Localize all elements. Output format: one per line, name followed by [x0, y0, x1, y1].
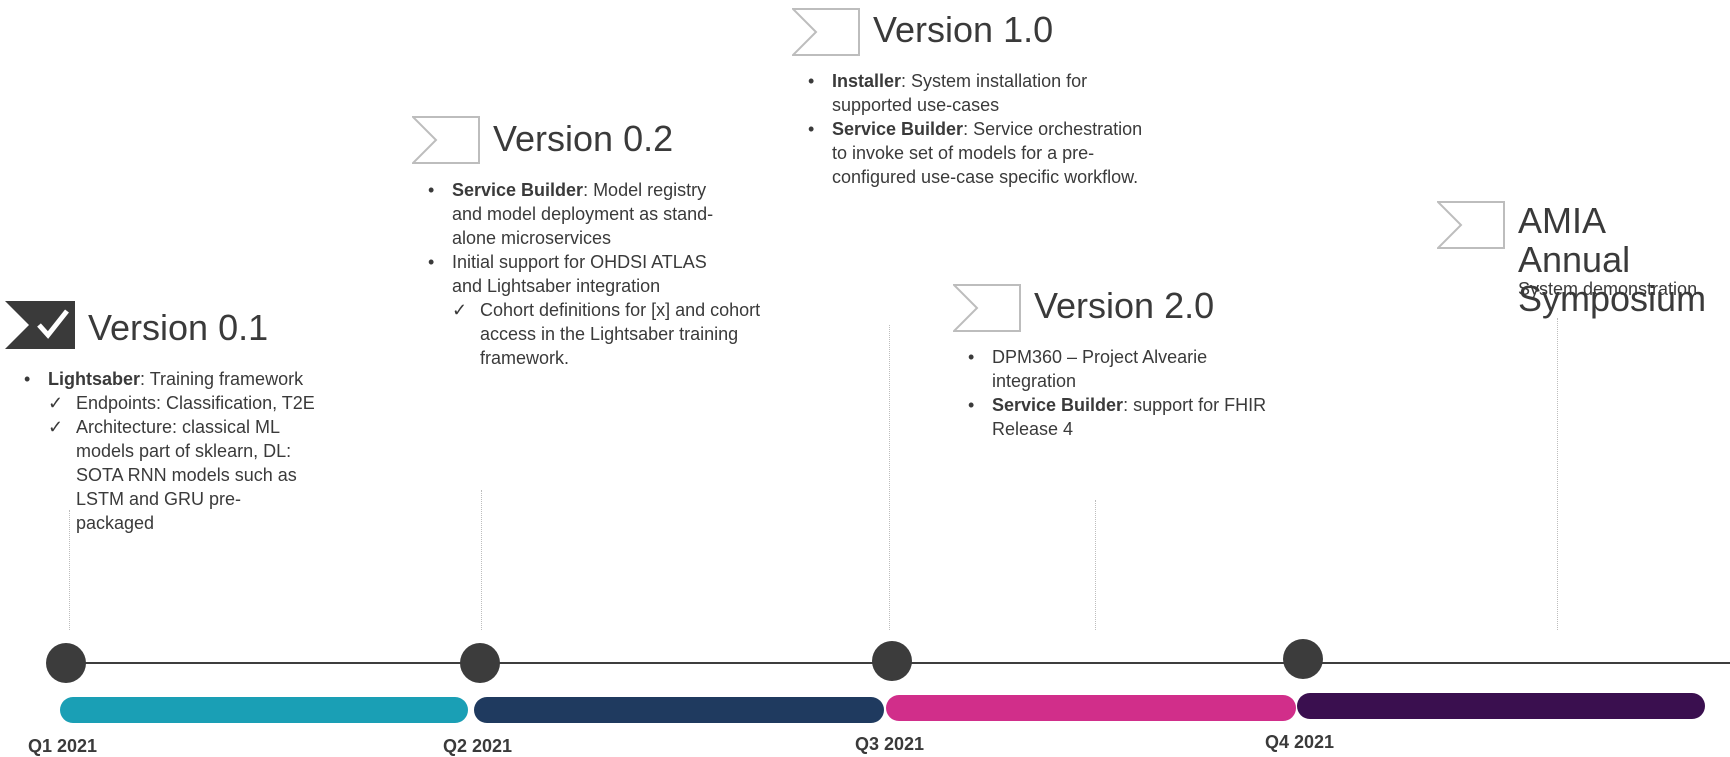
- quarter-band-q2: [474, 697, 884, 723]
- quarter-label-q4: Q4 2021: [1265, 732, 1335, 752]
- item-text: : support for FHIR Release 4: [992, 395, 1267, 439]
- milestone-details-v02: Service Builder: Model registry and mode…: [424, 178, 769, 370]
- timeline-node-q3: [872, 641, 912, 681]
- milestone-title-amia: AMIA Annual Symposium: [1518, 200, 1707, 319]
- timeline-node-q1: [46, 643, 86, 683]
- outline-flag-icon: [412, 116, 480, 164]
- list-item: Initial support for OHDSI ATLAS and Ligh…: [424, 250, 740, 298]
- quarter-band-q4: [1297, 693, 1705, 719]
- list-item: DPM360 – Project Alvearie integration: [964, 345, 1262, 393]
- connector-line: [69, 510, 70, 630]
- item-bold: Service Builder: [992, 395, 1124, 415]
- list-item: Installer: System installation for suppo…: [804, 69, 1128, 117]
- check-item: Endpoints: Classification, T2E: [48, 391, 360, 415]
- connector-line: [889, 325, 890, 630]
- connector-line: [481, 490, 482, 630]
- milestone-subtitle-amia: System demonstration: [1518, 279, 1698, 299]
- outline-flag-icon: [1437, 201, 1505, 249]
- item-text: : System installation for supported use-…: [832, 71, 1088, 115]
- milestone-details-v01: Lightsaber: Training framework Endpoints…: [20, 367, 360, 535]
- list-item: Service Builder: Service orchestration t…: [804, 117, 1162, 189]
- milestone-title-v01: Version 0.1: [88, 307, 269, 348]
- milestone-details-v20: DPM360 – Project Alvearie integration Se…: [964, 345, 1304, 441]
- list-item: Service Builder: Model registry and mode…: [424, 178, 740, 250]
- filled-flag-check-icon: [5, 301, 75, 349]
- timeline-node-q2: [460, 643, 500, 683]
- item-text: : Service orchestration to invoke set of…: [832, 119, 1143, 187]
- quarter-label-q2: Q2 2021: [443, 736, 513, 756]
- item-bold: Lightsaber: [48, 369, 141, 389]
- connector-line: [1557, 318, 1558, 630]
- check-item: Architecture: classical ML models part o…: [48, 415, 316, 535]
- list-item: Lightsaber: Training framework: [20, 367, 360, 391]
- check-item: Cohort definitions for [x] and cohort ac…: [452, 298, 770, 370]
- item-text: : Training framework: [140, 369, 304, 389]
- item-bold: Service Builder: [452, 180, 584, 200]
- milestone-title-v02: Version 0.2: [493, 118, 674, 159]
- connector-line: [1095, 500, 1096, 630]
- list-item: Service Builder: support for FHIR Releas…: [964, 393, 1312, 441]
- item-text: : Model registry and model deployment as…: [452, 180, 714, 248]
- item-bold: Service Builder: [832, 119, 964, 139]
- quarter-label-q1: Q1 2021: [28, 736, 98, 756]
- milestone-details-v10: Installer: System installation for suppo…: [804, 69, 1144, 189]
- quarter-band-q3: [886, 695, 1296, 721]
- item-bold: Installer: [832, 71, 902, 91]
- quarter-band-q1: [60, 697, 468, 723]
- outline-flag-icon: [953, 284, 1021, 332]
- timeline-node-q4: [1283, 639, 1323, 679]
- milestone-title-v20: Version 2.0: [1034, 285, 1215, 326]
- outline-flag-icon: [792, 8, 860, 56]
- quarter-label-q3: Q3 2021: [855, 734, 925, 754]
- milestone-title-v10: Version 1.0: [873, 9, 1054, 50]
